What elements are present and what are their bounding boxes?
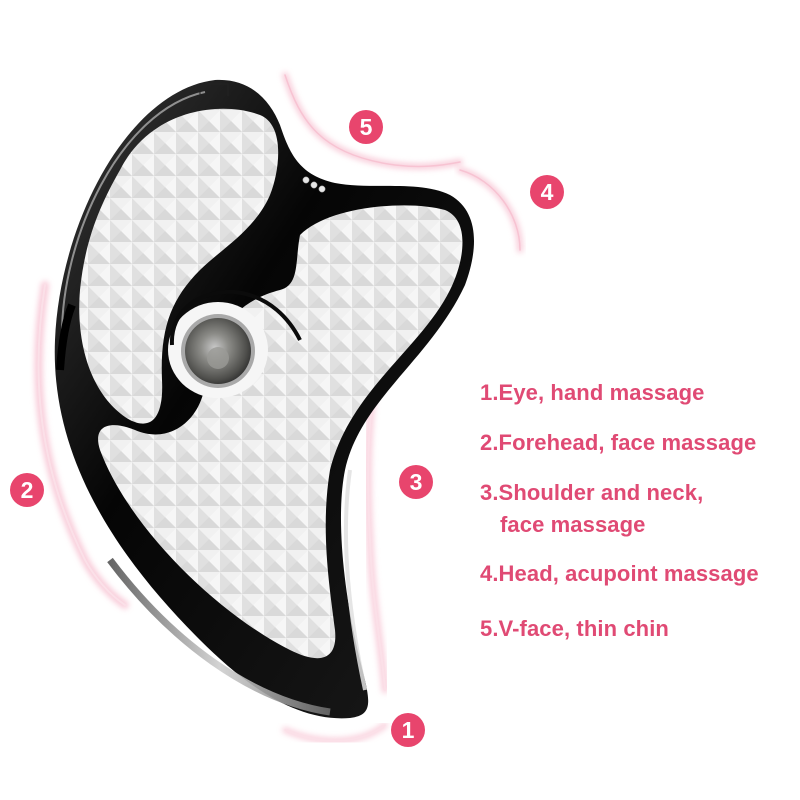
feature-text-continuation: face massage (500, 512, 646, 537)
feature-item-5: 5.V-face, thin chin (480, 616, 669, 642)
indicator-dots-icon (302, 176, 326, 193)
badge-3: 3 (399, 465, 433, 499)
feature-text: 2.Forehead, face massage (480, 430, 757, 455)
feature-item-2: 2.Forehead, face massage (480, 430, 756, 456)
main-panel (98, 205, 463, 659)
badge-4: 4 (530, 175, 564, 209)
feature-item-4: 4.Head, acupoint massage (480, 561, 759, 587)
feature-text: 4.Head, acupoint massage (480, 561, 759, 586)
feature-item-1: 1.Eye, hand massage (480, 380, 704, 406)
feature-item-3: 3.Shoulder and neck, face massage (480, 480, 703, 538)
feature-text: 1.Eye, hand massage (480, 380, 705, 405)
feature-text: 5.V-face, thin chin (480, 616, 669, 641)
badge-2: 2 (10, 473, 44, 507)
upper-panel (79, 108, 279, 424)
badge-1: 1 (391, 713, 425, 747)
feature-text: 3.Shoulder and neck, (480, 480, 704, 505)
badge-5: 5 (349, 110, 383, 144)
